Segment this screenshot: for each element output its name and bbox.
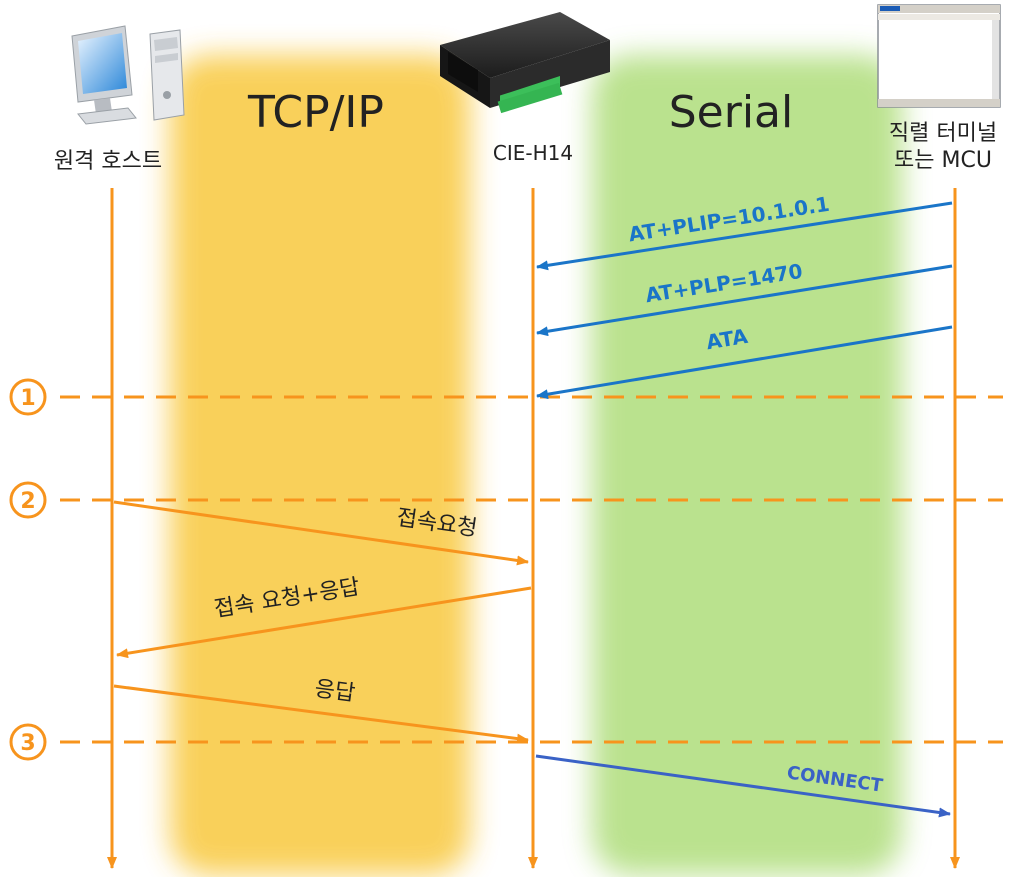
ata-arrow	[536, 325, 953, 400]
serial-zone	[592, 55, 902, 875]
at-plp-arrow	[536, 264, 953, 337]
terminal-label-line1: 직렬 터미널	[889, 121, 997, 146]
step-2-marker: 2	[9, 481, 47, 519]
at-plip-arrow	[536, 201, 953, 271]
step-1-marker: 1	[9, 378, 47, 416]
serial-zone-label: Serial	[669, 87, 794, 138]
terminal-label-line2: 또는 MCU	[894, 148, 992, 173]
response-arrow	[113, 684, 529, 744]
connect-request-arrow	[113, 500, 529, 566]
svg-text:1: 1	[20, 386, 35, 411]
connect-arrow	[535, 754, 951, 818]
computer-icon	[71, 25, 185, 125]
connect-request-response-arrow	[116, 586, 532, 659]
tcpip-zone	[170, 55, 470, 875]
tcpip-zone-label: TCP/IP	[247, 87, 384, 138]
device-label: CIE-H14	[493, 141, 573, 165]
svg-text:2: 2	[20, 489, 35, 514]
response-label: 응답	[313, 677, 356, 707]
terminal-window-icon	[877, 4, 1001, 108]
svg-text:3: 3	[20, 731, 35, 756]
device-box-icon	[440, 12, 610, 114]
remote-host-label: 원격 호스트	[54, 149, 162, 174]
step-3-marker: 3	[9, 723, 47, 761]
